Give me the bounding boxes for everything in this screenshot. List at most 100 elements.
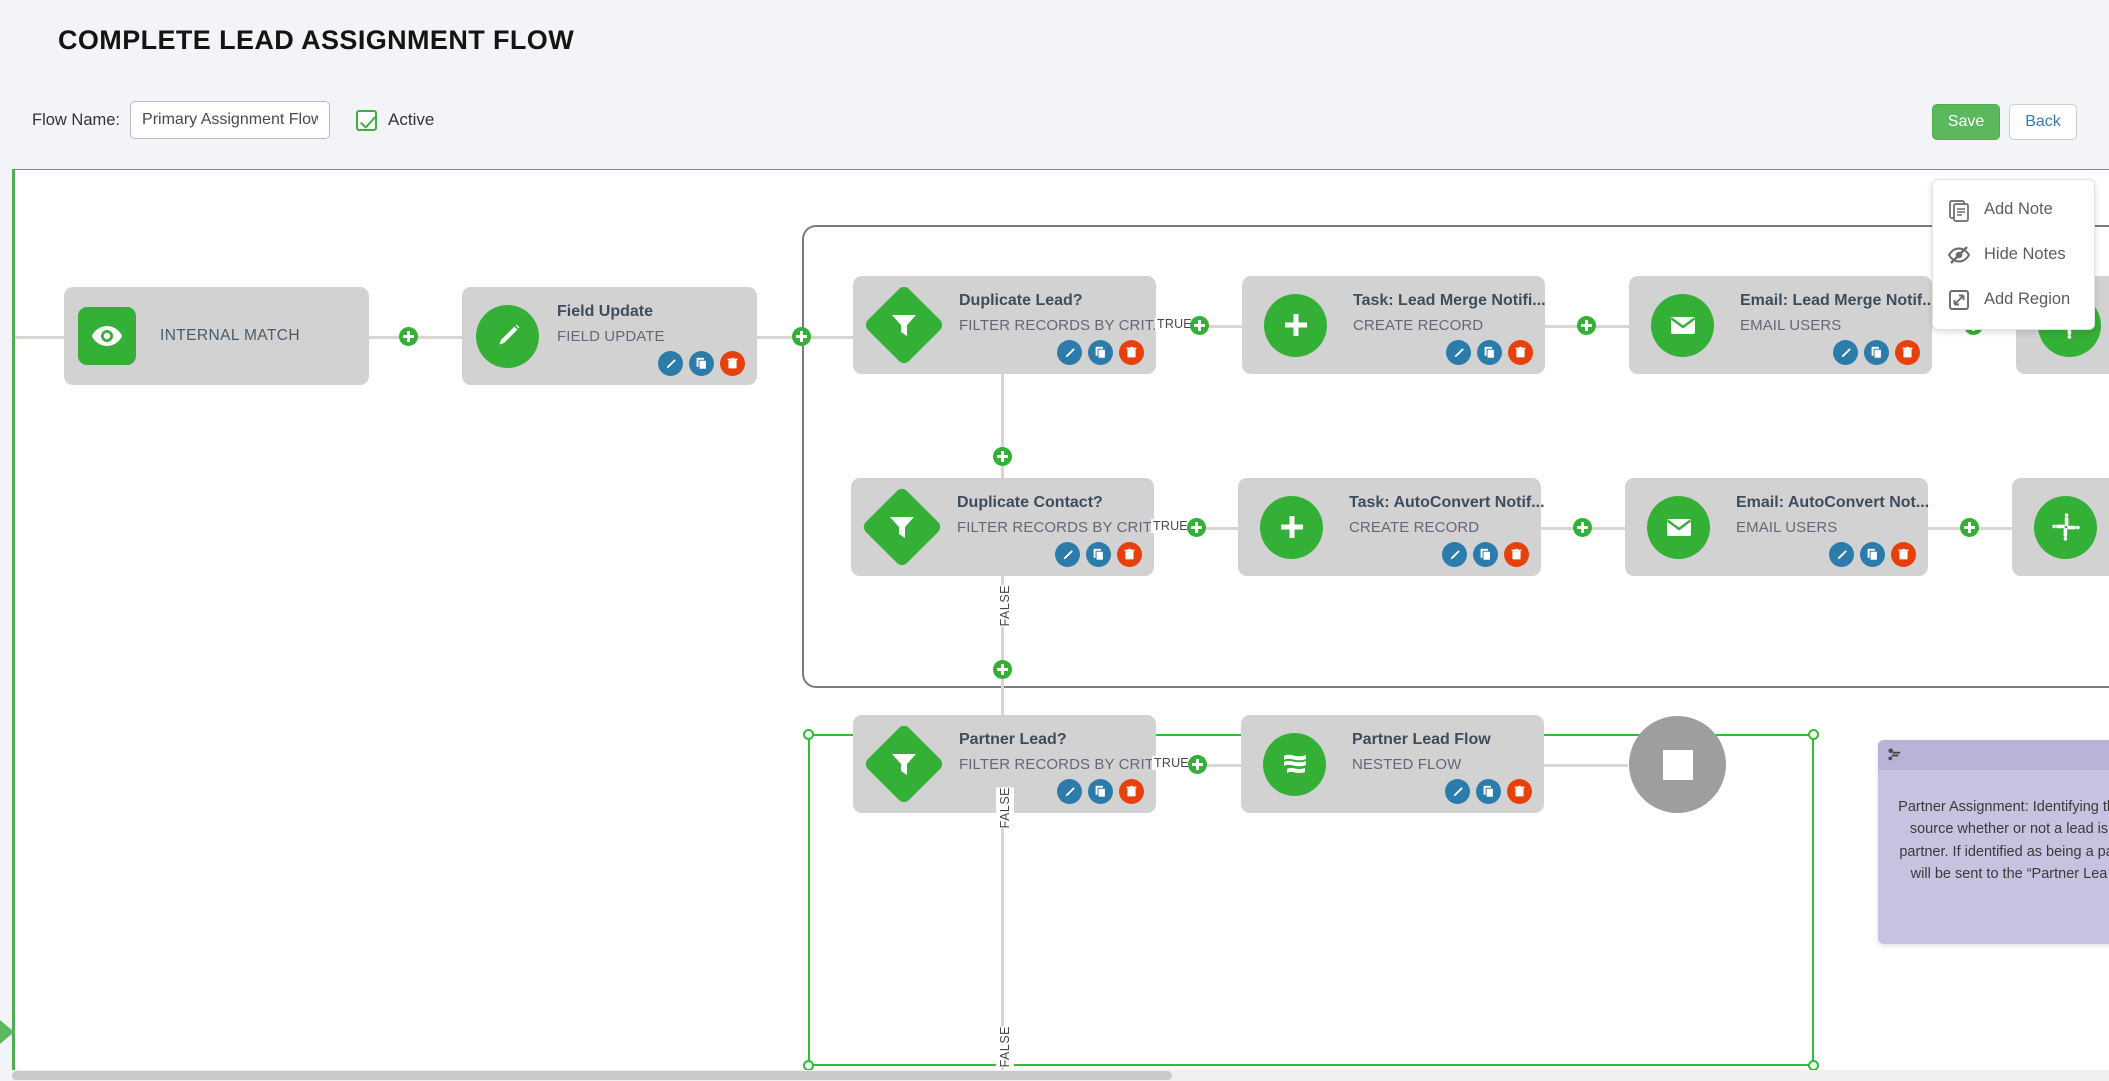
- add-step-button[interactable]: [1960, 518, 1979, 537]
- edit-icon[interactable]: [1057, 779, 1082, 804]
- envelope-icon: [1651, 294, 1714, 357]
- flow-name-input[interactable]: [130, 101, 330, 139]
- edit-icon[interactable]: [1829, 542, 1854, 567]
- delete-icon[interactable]: [1119, 340, 1144, 365]
- edit-icon[interactable]: [1055, 542, 1080, 567]
- node-title: Partner Lead?: [959, 731, 1067, 749]
- edit-icon[interactable]: [1057, 340, 1082, 365]
- copy-icon[interactable]: [1860, 542, 1885, 567]
- pan-left-arrow[interactable]: [0, 1020, 14, 1044]
- add-step-button[interactable]: [993, 447, 1012, 466]
- node-task-autoconvert[interactable]: Task: AutoConvert Notif... CREATE RECORD: [1238, 478, 1541, 576]
- delete-icon[interactable]: [1895, 340, 1920, 365]
- add-step-button[interactable]: [1573, 518, 1592, 537]
- pencil-icon: [476, 305, 539, 368]
- delete-icon[interactable]: [1504, 542, 1529, 567]
- node-actions: [1833, 340, 1920, 365]
- copy-icon[interactable]: [1088, 340, 1113, 365]
- plus-icon: [1260, 496, 1323, 559]
- node-email-autoconvert[interactable]: Email: AutoConvert Not... EMAIL USERS: [1625, 478, 1928, 576]
- back-button[interactable]: Back: [2009, 104, 2077, 140]
- node-icon-wrap: [1264, 294, 1327, 357]
- scrollbar-thumb[interactable]: [12, 1071, 1172, 1080]
- edit-icon[interactable]: [1446, 340, 1471, 365]
- node-body: Field Update FIELD UPDATE: [539, 287, 757, 385]
- delete-icon[interactable]: [1891, 542, 1916, 567]
- add-step-button[interactable]: [993, 660, 1012, 679]
- edit-icon[interactable]: [1833, 340, 1858, 365]
- add-step-button[interactable]: [399, 327, 418, 346]
- node-body: Email: AutoConvert Not... EMAIL USERS: [1710, 478, 1928, 576]
- add-step-button[interactable]: [1188, 755, 1207, 774]
- node-title: Task: AutoConvert Notif...: [1349, 494, 1545, 512]
- flow-note[interactable]: Partner Assignment: Identifying thr sour…: [1878, 740, 2109, 944]
- node-body: Partner Lead Flow NESTED FLOW: [1326, 715, 1544, 813]
- delete-icon[interactable]: [1507, 779, 1532, 804]
- node-internal-match[interactable]: INTERNAL MATCH: [64, 287, 369, 385]
- menu-item-hide-notes[interactable]: Hide Notes: [1933, 232, 2094, 277]
- node-field-update[interactable]: Field Update FIELD UPDATE: [462, 287, 757, 385]
- note-header[interactable]: [1878, 740, 2109, 770]
- horizontal-scrollbar[interactable]: [12, 1070, 2109, 1081]
- node-icon-wrap: [1263, 733, 1326, 796]
- edit-icon[interactable]: [658, 351, 683, 376]
- node-subtitle: FILTER RECORDS BY CRIT...: [959, 317, 1165, 334]
- copy-icon[interactable]: [1086, 542, 1111, 567]
- menu-item-label: Add Region: [1984, 290, 2070, 309]
- header-buttons: Save Back: [1932, 104, 2077, 140]
- edit-icon[interactable]: [1445, 779, 1470, 804]
- node-partner-lead-flow[interactable]: Partner Lead Flow NESTED FLOW: [1241, 715, 1544, 813]
- delete-icon[interactable]: [1119, 779, 1144, 804]
- add-step-button[interactable]: [1187, 518, 1206, 537]
- node-subtitle: EMAIL USERS: [1740, 317, 1841, 334]
- delete-icon[interactable]: [720, 351, 745, 376]
- edge-label-false: FALSE: [996, 585, 1014, 626]
- region-handle-top-left[interactable]: [803, 729, 814, 740]
- node-body: Task: AutoConvert Notif... CREATE RECORD: [1323, 478, 1541, 576]
- flow-canvas[interactable]: TRUE FALSE TRUE FALSE TRUE FALSE: [12, 169, 2109, 1071]
- flow-name-bar: Flow Name: Active: [32, 98, 434, 142]
- node-icon-wrap: [476, 305, 539, 368]
- node-duplicate-lead[interactable]: Duplicate Lead? FILTER RECORDS BY CRIT..…: [853, 276, 1156, 374]
- delete-icon[interactable]: [1508, 340, 1533, 365]
- node-stop[interactable]: [1629, 716, 1726, 813]
- flow-name-label: Flow Name:: [32, 111, 120, 130]
- node-task-lead-merge[interactable]: Task: Lead Merge Notifi... CREATE RECORD: [1242, 276, 1545, 374]
- copy-icon[interactable]: [1473, 542, 1498, 567]
- add-step-button[interactable]: [792, 327, 811, 346]
- copy-icon[interactable]: [1088, 779, 1113, 804]
- add-step-button[interactable]: [1577, 316, 1596, 335]
- delete-icon[interactable]: [1117, 542, 1142, 567]
- node-email-lead-merge[interactable]: Email: Lead Merge Notif... EMAIL USERS: [1629, 276, 1932, 374]
- eye-icon: [78, 307, 136, 365]
- region-handle-top-right[interactable]: [1808, 729, 1819, 740]
- copy-icon[interactable]: [1864, 340, 1889, 365]
- node-actions: [1446, 340, 1533, 365]
- copy-icon[interactable]: [1477, 340, 1502, 365]
- edit-icon[interactable]: [1442, 542, 1467, 567]
- note-icon: [1947, 198, 1971, 222]
- nested-flow-icon: [1263, 733, 1326, 796]
- menu-item-add-note[interactable]: Add Note: [1933, 187, 2094, 232]
- connector-line: [1542, 764, 1628, 767]
- active-toggle[interactable]: Active: [356, 110, 434, 131]
- copy-icon[interactable]: [689, 351, 714, 376]
- copy-icon[interactable]: [1476, 779, 1501, 804]
- node-label: INTERNAL MATCH: [136, 327, 300, 345]
- note-text: Partner Assignment: Identifying thr sour…: [1878, 770, 2109, 886]
- node-actions: [1445, 779, 1532, 804]
- stop-square: [1663, 750, 1693, 780]
- node-slack-autoconvert[interactable]: [2012, 478, 2109, 576]
- node-actions: [1057, 340, 1144, 365]
- node-icon-wrap: [1647, 496, 1710, 559]
- menu-item-add-region[interactable]: Add Region: [1933, 277, 2094, 322]
- edge-label-false: FALSE: [996, 1026, 1014, 1067]
- save-button[interactable]: Save: [1932, 104, 2000, 140]
- add-step-button[interactable]: [1190, 316, 1209, 335]
- active-checkbox[interactable]: [356, 110, 377, 131]
- node-duplicate-contact[interactable]: Duplicate Contact? FILTER RECORDS BY CRI…: [851, 478, 1154, 576]
- node-body: Duplicate Lead? FILTER RECORDS BY CRIT..…: [933, 276, 1156, 374]
- node-body: Task: Lead Merge Notifi... CREATE RECORD: [1327, 276, 1545, 374]
- node-icon-wrap: [1651, 294, 1714, 357]
